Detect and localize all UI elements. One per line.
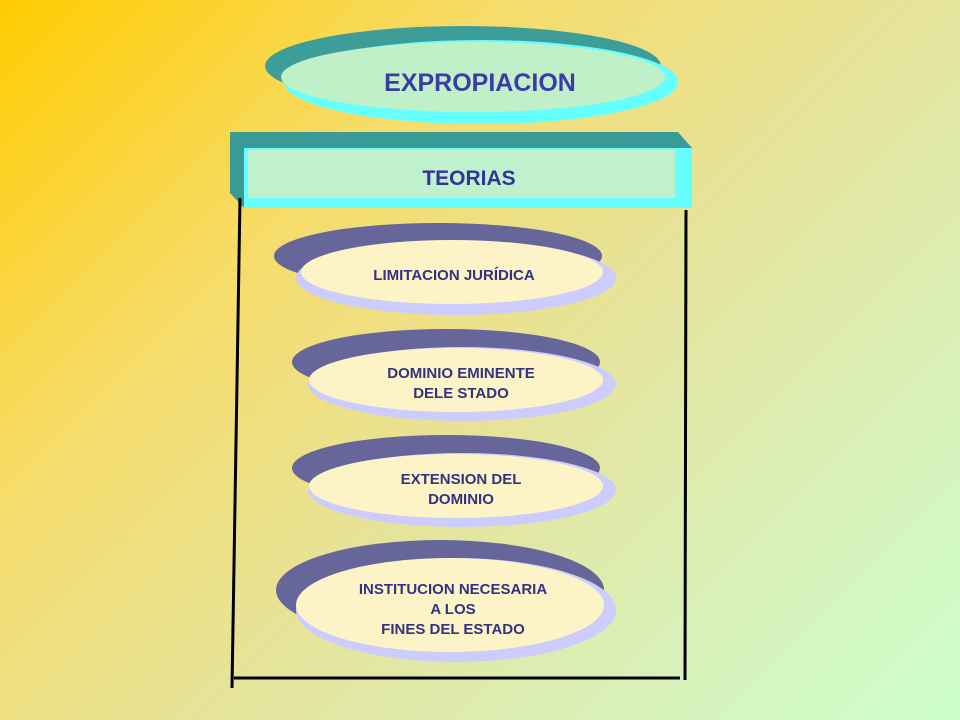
item-oval-0 bbox=[274, 223, 616, 315]
theory-item-dominio-eminente: DOMINIO EMINENTE DELE STADO bbox=[387, 365, 535, 402]
item-oval-3 bbox=[276, 540, 616, 662]
section-title: TEORIAS bbox=[422, 167, 516, 190]
item-oval-2 bbox=[292, 435, 616, 527]
title-ellipse bbox=[265, 26, 678, 124]
theory-item-institucion: INSTITUCION NECESARIA A LOS FINES DEL ES… bbox=[358, 581, 548, 638]
theory-item-extension: EXTENSION DEL DOMINIO bbox=[400, 471, 522, 508]
page-title: EXPROPIACION bbox=[384, 68, 576, 97]
theory-item-limitacion: LIMITACION JURÍDICA bbox=[373, 267, 535, 284]
teorias-box bbox=[230, 132, 692, 208]
item-oval-1 bbox=[292, 329, 616, 421]
bracket-lines bbox=[230, 197, 688, 689]
